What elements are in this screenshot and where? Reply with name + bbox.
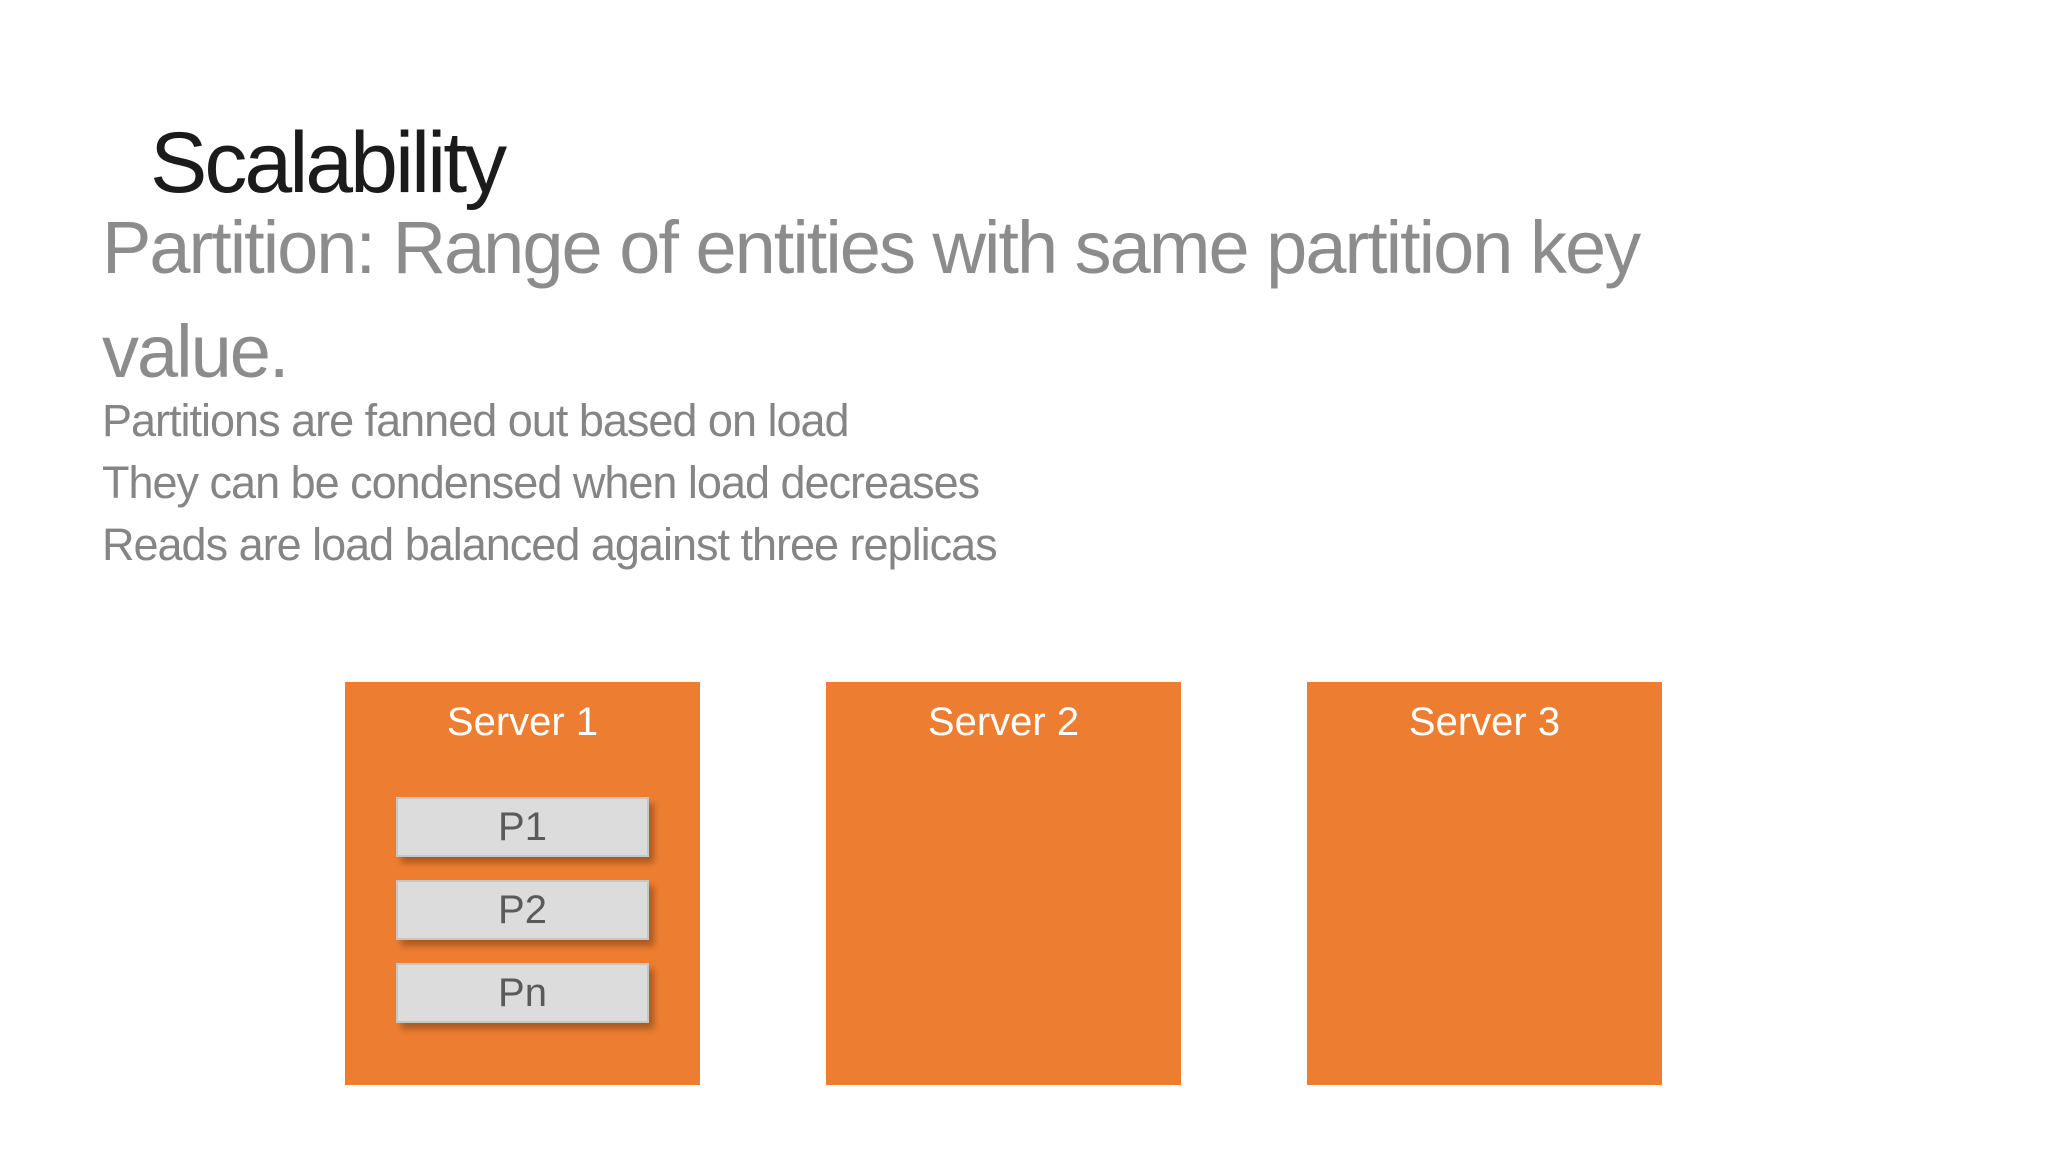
partition-p2-box: P2 bbox=[396, 880, 649, 940]
server-2-box: Server 2 bbox=[826, 682, 1181, 1085]
body-line-2: They can be condensed when load decrease… bbox=[102, 457, 980, 508]
slide-body-text: Partitions are fanned out based on load … bbox=[102, 390, 998, 576]
server-2-label: Server 2 bbox=[927, 700, 1080, 744]
server-1-label: Server 1 bbox=[446, 700, 599, 744]
subtitle-line-2: value. bbox=[102, 310, 289, 393]
body-line-1: Partitions are fanned out based on load bbox=[102, 395, 850, 446]
server-3-label: Server 3 bbox=[1408, 700, 1561, 744]
server-3-box: Server 3 bbox=[1307, 682, 1662, 1085]
page-title: Scalability bbox=[150, 115, 507, 211]
subtitle-line-1: Partition: Range of entities with same p… bbox=[102, 206, 1641, 289]
partition-p1-box: P1 bbox=[396, 797, 649, 857]
partition-pn-box: Pn bbox=[396, 963, 649, 1023]
server-1-box: Server 1 P1 P2 Pn bbox=[345, 682, 700, 1085]
body-line-3: Reads are load balanced against three re… bbox=[102, 519, 998, 570]
slide-subtitle: Partition: Range of entities with same p… bbox=[102, 196, 1641, 404]
server-1-partition-stack: P1 P2 Pn bbox=[345, 797, 700, 1023]
